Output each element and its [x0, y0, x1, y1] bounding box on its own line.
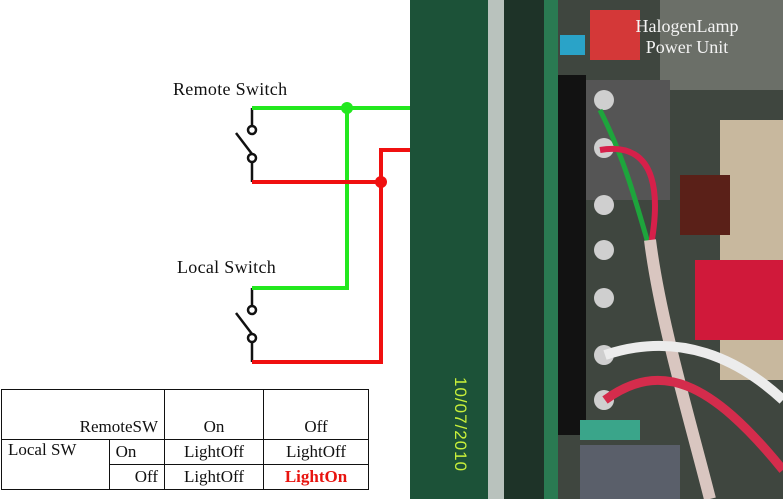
local-state: On	[108, 439, 166, 465]
remote-switch-symbol	[235, 108, 258, 182]
power-unit-photo: HalogenLamp Power Unit 10/07/2010	[410, 0, 783, 499]
green-junction-dot	[341, 102, 353, 114]
photo-title-line2: Power Unit	[645, 37, 729, 57]
photo-title-line1: HalogenLamp	[635, 16, 739, 36]
table-row: Off LightOff LightOn	[2, 464, 369, 490]
photo-title: HalogenLamp Power Unit	[607, 16, 767, 58]
header-remote-off: Off	[263, 389, 369, 440]
table-row: Local SW On LightOff LightOff	[1, 439, 369, 490]
remote-switch-label: Remote Switch	[173, 79, 288, 99]
header-remote-on: On	[164, 389, 264, 440]
result-cell-light-on: LightOn	[263, 464, 369, 490]
local-state: Off	[108, 464, 166, 490]
table-header-row: RemoteSW On Off	[1, 389, 369, 440]
truth-table: RemoteSW On Off Local SW On LightOff Lig…	[1, 389, 369, 490]
local-switch-label: Local Switch	[177, 257, 277, 277]
header-corner: RemoteSW	[1, 389, 165, 440]
local-sw-label: Local SW	[1, 439, 110, 490]
date-stamp: 10/07/2010	[451, 377, 470, 473]
photo-illustration	[410, 0, 783, 499]
result-cell: LightOff	[263, 439, 369, 465]
result-cell: LightOff	[164, 439, 264, 465]
local-switch-symbol	[235, 288, 258, 362]
red-junction-dot	[375, 176, 387, 188]
result-cell: LightOff	[164, 464, 264, 490]
